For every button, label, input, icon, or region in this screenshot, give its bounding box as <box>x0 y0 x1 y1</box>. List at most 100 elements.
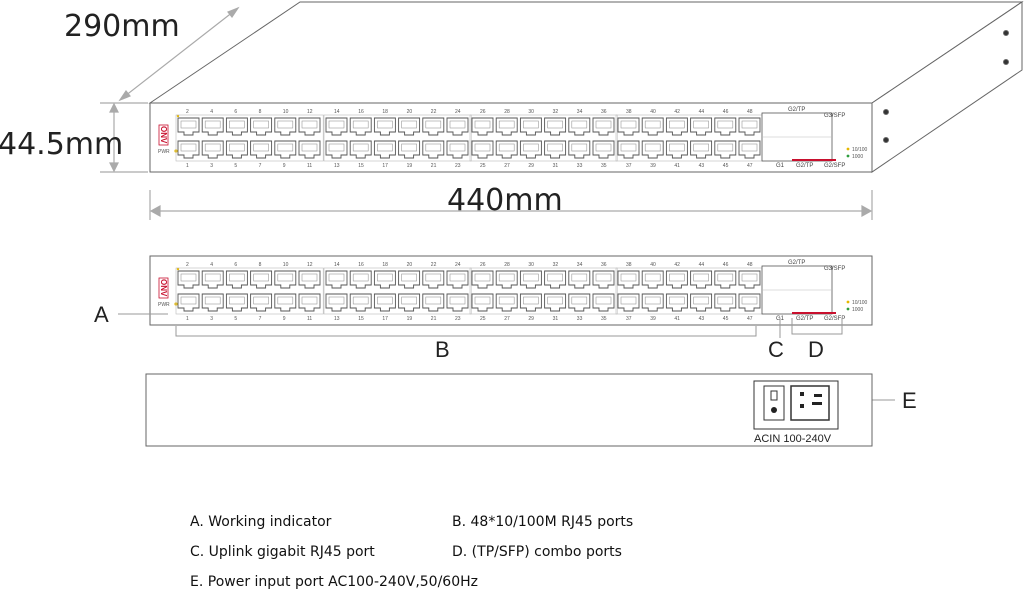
rj45-port <box>519 117 542 136</box>
rj45-port <box>568 270 591 289</box>
port-number-top: 36 <box>601 262 607 268</box>
port-number-bottom: 31 <box>553 163 559 169</box>
width-dimension <box>149 190 873 220</box>
port-block-frame <box>175 267 324 315</box>
port-number-top: 48 <box>747 109 753 115</box>
rj45-port <box>690 270 713 289</box>
port-number-top: 24 <box>455 262 461 268</box>
port-number-bottom: 1 <box>186 316 189 322</box>
rj45-port <box>690 293 713 312</box>
rj45-port <box>568 293 591 312</box>
port-number-bottom: 11 <box>307 316 312 322</box>
port-number-top: 40 <box>650 262 656 268</box>
combo-accent <box>792 312 836 314</box>
power-indicator-label: PWR <box>158 302 170 308</box>
speed-led <box>846 300 850 304</box>
rj45-port <box>201 293 224 312</box>
port-number-bottom: 9 <box>283 316 286 322</box>
rj45-port <box>325 117 348 136</box>
port-number-top: 10 <box>283 109 289 115</box>
chassis-front-face <box>149 102 873 173</box>
rack-screw <box>883 137 889 143</box>
rj45-port <box>446 270 469 289</box>
depth-dimension <box>118 6 240 102</box>
port-number-top: 26 <box>480 109 486 115</box>
rj45-port <box>298 270 321 289</box>
combo-label: G2/TP <box>796 316 813 322</box>
callout-c: C <box>768 337 784 362</box>
rj45-port <box>298 117 321 136</box>
port-number-bottom: 1 <box>186 163 189 169</box>
rack-screw <box>1003 30 1009 36</box>
rj45-port <box>495 293 518 312</box>
port-number-bottom: 27 <box>504 163 510 169</box>
port-number-top: 20 <box>407 262 413 268</box>
port-number-bottom: 3 <box>210 316 213 322</box>
brand-logo-text: ONV <box>159 126 168 144</box>
rj45-port <box>422 293 445 312</box>
port-number-bottom: 23 <box>455 316 461 322</box>
port-number-top: 40 <box>650 109 656 115</box>
front-panel-isometric: ONVPWR2143658710912111413161518172019222… <box>158 107 868 169</box>
rj45-port <box>617 140 640 159</box>
rj45-port <box>738 140 761 159</box>
brand-logo-text: ONV <box>159 279 168 297</box>
speed-led <box>846 307 850 311</box>
port-number-bottom: 9 <box>283 163 286 169</box>
port-number-bottom: 19 <box>407 316 413 322</box>
rj45-port <box>373 140 396 159</box>
port-number-top: 18 <box>382 109 388 115</box>
combo-label: G3/SFP <box>824 113 845 119</box>
callout-e: E <box>902 388 917 413</box>
port-number-top: 14 <box>334 109 340 115</box>
rj45-port <box>544 117 567 136</box>
port-number-bottom: 15 <box>358 316 364 322</box>
power-indicator-label: PWR <box>158 149 170 155</box>
port-number-top: 8 <box>259 109 262 115</box>
port-number-bottom: 11 <box>307 163 312 169</box>
port-block-frame <box>323 267 472 315</box>
rj45-port <box>398 270 421 289</box>
front-panel-front-view: ONVPWR2143658710912111413161518172019222… <box>158 260 868 322</box>
port-number-top: 28 <box>504 109 510 115</box>
port-number-bottom: 33 <box>577 316 583 322</box>
port-number-top: 44 <box>699 262 705 268</box>
port-number-bottom: 47 <box>747 316 753 322</box>
rj45-port <box>617 293 640 312</box>
uplink-label: G1 <box>776 163 785 169</box>
port-number-bottom: 43 <box>699 316 705 322</box>
rj45-port <box>177 293 200 312</box>
port-number-top: 46 <box>723 262 729 268</box>
port-number-top: 30 <box>528 109 534 115</box>
link-led <box>176 267 180 271</box>
rj45-port <box>592 293 615 312</box>
rj45-port <box>325 270 348 289</box>
port-block-frame <box>175 114 324 162</box>
port-number-top: 30 <box>528 262 534 268</box>
rj45-port <box>592 117 615 136</box>
port-number-bottom: 5 <box>234 163 237 169</box>
port-number-bottom: 37 <box>626 316 632 322</box>
rj45-port <box>422 140 445 159</box>
rj45-port <box>349 270 372 289</box>
combo-accent <box>792 159 836 161</box>
rj45-port <box>177 140 200 159</box>
port-number-top: 2 <box>186 109 189 115</box>
port-number-top: 42 <box>674 262 680 268</box>
rear-panel <box>145 373 873 447</box>
port-number-bottom: 23 <box>455 163 461 169</box>
rj45-port <box>519 270 542 289</box>
rj45-port <box>250 117 273 136</box>
port-number-bottom: 3 <box>210 163 213 169</box>
width-label: 440mm <box>447 183 563 218</box>
port-number-top: 16 <box>358 262 364 268</box>
port-block-frame <box>469 114 618 162</box>
brand-logo: ONV <box>158 124 169 146</box>
port-number-bottom: 37 <box>626 163 632 169</box>
rj45-port <box>519 293 542 312</box>
combo-label: G2/SFP <box>824 316 845 322</box>
rj45-port <box>738 117 761 136</box>
speed-led <box>846 154 850 158</box>
port-number-top: 46 <box>723 109 729 115</box>
rj45-port <box>298 140 321 159</box>
